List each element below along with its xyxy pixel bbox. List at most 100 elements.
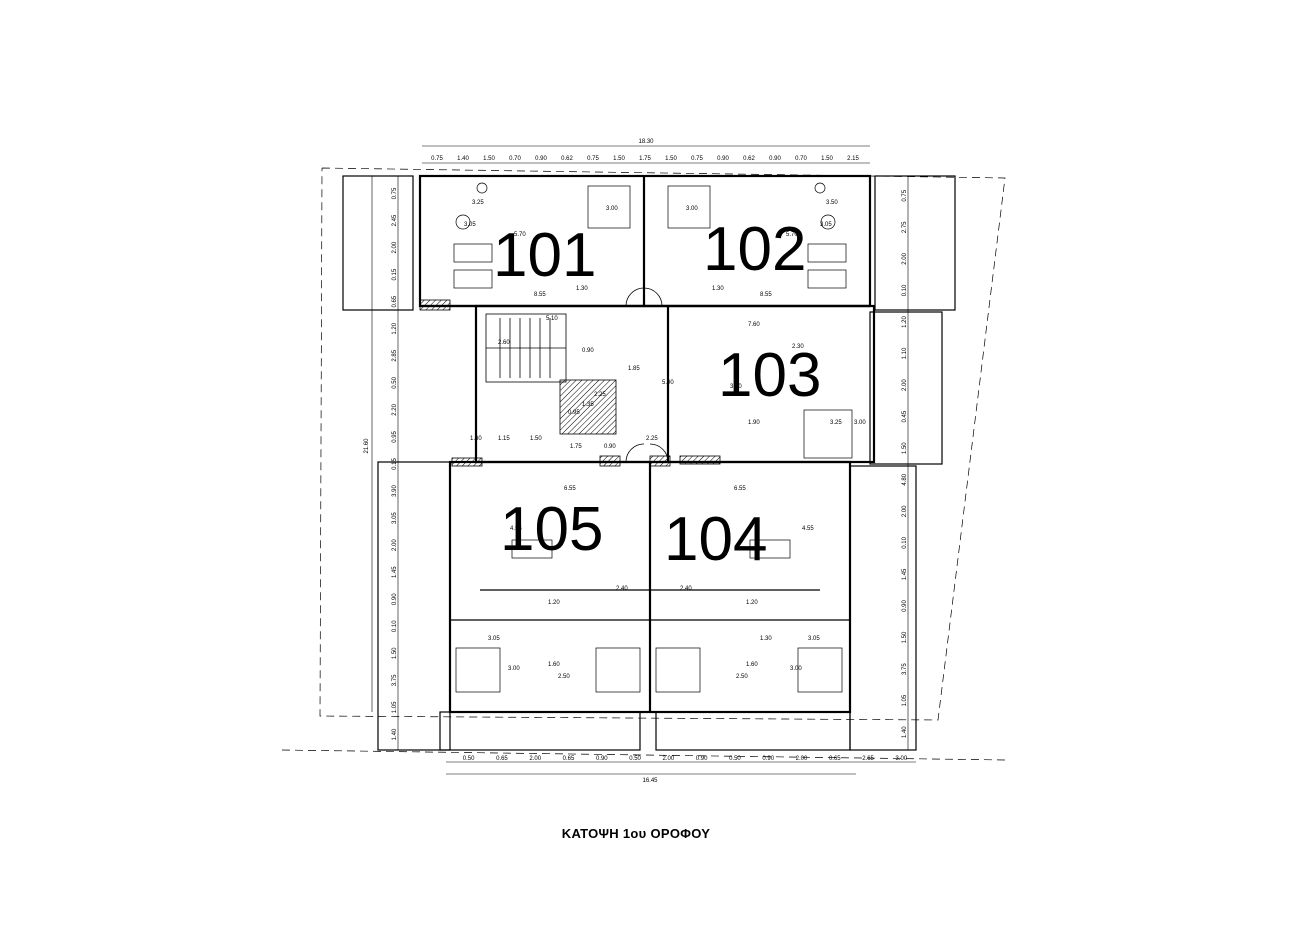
dimension-label: 2.00 (392, 539, 398, 551)
room-dimension-label: 5.70 (786, 232, 798, 238)
room-dimension-label: 1.20 (746, 600, 758, 606)
room-dimension-label: 4.55 (802, 526, 814, 532)
room-dimension-label: 3.60 (730, 384, 742, 390)
room-dimension-label: 3.00 (854, 420, 866, 426)
dimension-label: 0.50 (392, 376, 398, 388)
dimension-label: 2.00 (902, 252, 908, 264)
room-dimension-label: 2.25 (594, 392, 606, 398)
room-dimension-label: 3.50 (826, 200, 838, 206)
dimension-label: 3.90 (392, 485, 398, 497)
dimension-label: 1.10 (902, 347, 908, 359)
dimension-label: 2.65 (862, 756, 874, 762)
dimension-label: 0.65 (563, 756, 575, 762)
dimension-label: 0.10 (902, 284, 908, 296)
room-dimension-label: 1.30 (576, 286, 588, 292)
room-dimension-label: 1.75 (570, 444, 582, 450)
drawing-caption: ΚΑΤΟΨΗ 1ου ΟΡΟΦΟΥ (561, 826, 711, 841)
dimension-label: 3.00 (896, 756, 908, 762)
room-dimension-label: 1.30 (470, 436, 482, 442)
dimension-label: 2.00 (392, 241, 398, 253)
dimension-label: 0.75 (902, 189, 908, 201)
dimension-label: 0.65 (392, 295, 398, 307)
dimension-label: 0.50 (629, 756, 641, 762)
room-dimension-label: 1.15 (498, 436, 510, 442)
unit-103-label: 103 (718, 341, 821, 410)
dimension-label: 0.62 (743, 156, 755, 162)
room-dimension-label: 3.05 (464, 222, 476, 228)
dimension-label: 0.75 (431, 156, 443, 162)
doors (625, 287, 669, 463)
room-dimension-label: 3.00 (606, 206, 618, 212)
dimension-label: 3.75 (392, 674, 398, 686)
room-dimension-label: 6.55 (734, 486, 746, 492)
dimension-label: 0.10 (392, 620, 398, 632)
bottom-overall-dim: 16.45 (642, 778, 658, 784)
dimension-label: 0.45 (902, 410, 908, 422)
dimension-label: 0.70 (795, 156, 807, 162)
room-dimension-label: 1.60 (548, 662, 560, 668)
dimension-label: 1.50 (902, 631, 908, 643)
dimension-label: 1.75 (639, 156, 651, 162)
room-dimension-label: 6.55 (564, 486, 576, 492)
dimension-label: 0.65 (829, 756, 841, 762)
room-dimension-label: 7.60 (748, 322, 760, 328)
dimension-label: 1.45 (902, 568, 908, 580)
dimension-label: 2.75 (902, 221, 908, 233)
room-dimension-label: 2.60 (498, 340, 510, 346)
dimension-label: 1.05 (392, 701, 398, 713)
dimension-label: 2.00 (902, 505, 908, 517)
unit-102-label: 102 (703, 215, 806, 284)
top-overall-dim: 18.30 (638, 139, 654, 145)
dimension-label: 0.90 (769, 156, 781, 162)
dimension-label: 1.50 (483, 156, 495, 162)
room-dimension-label: 5.10 (546, 316, 558, 322)
dimension-label: 0.75 (691, 156, 703, 162)
dimension-label: 0.15 (392, 268, 398, 280)
room-dimension-label: 1.60 (746, 662, 758, 668)
room-dimension-label: 1.30 (760, 636, 772, 642)
room-dimension-label: 1.90 (748, 420, 760, 426)
dimension-label: 0.90 (717, 156, 729, 162)
room-dimension-label: 0.95 (568, 410, 580, 416)
structural-hatching (419, 299, 721, 467)
dimension-label: 0.75 (392, 187, 398, 199)
room-dimension-label: 3.05 (820, 222, 832, 228)
staircase (485, 313, 567, 383)
dimension-label: 0.90 (696, 756, 708, 762)
dimension-label: 1.05 (902, 694, 908, 706)
dimension-label: 1.45 (392, 566, 398, 578)
dimension-label: 1.50 (665, 156, 677, 162)
dimension-label: 0.62 (561, 156, 573, 162)
room-dimension-label: 2.30 (792, 344, 804, 350)
room-dimension-label: 0.90 (582, 348, 594, 354)
room-dimension-label: 2.40 (680, 586, 692, 592)
room-dimension-label: 8.55 (534, 292, 546, 298)
dimension-label: 0.90 (535, 156, 547, 162)
dimension-label: 1.50 (902, 442, 908, 454)
right-dimension-labels: 0.752.752.000.101.201.102.000.451.504.80… (902, 189, 908, 738)
dimension-label: 0.70 (509, 156, 521, 162)
exterior-walls (418, 174, 876, 714)
room-dimension-label: 3.05 (488, 636, 500, 642)
dimension-label: 1.50 (821, 156, 833, 162)
dimension-label: 0.10 (902, 536, 908, 548)
left-overall-dim: 21.60 (364, 438, 370, 454)
room-dimension-label: 5.70 (514, 232, 526, 238)
left-dimension-labels: 0.752.452.000.150.651.202.850.502.200.95… (392, 187, 398, 740)
room-dimension-label: 3.00 (790, 666, 802, 672)
dimension-label: 2.00 (902, 379, 908, 391)
dimension-label: 2.00 (663, 756, 675, 762)
dimension-label: 3.05 (392, 512, 398, 524)
dimension-label: 1.40 (392, 728, 398, 740)
dimension-label: 1.50 (613, 156, 625, 162)
room-dimension-label: 2.25 (646, 436, 658, 442)
dimension-label: 4.80 (902, 473, 908, 485)
plot-boundary (281, 167, 1006, 761)
room-dimension-label: 3.25 (830, 420, 842, 426)
room-dimension-label: 2.50 (558, 674, 570, 680)
dimension-label: 0.15 (392, 458, 398, 470)
room-dimension-label: 3.00 (686, 206, 698, 212)
room-dimension-label: 0.90 (604, 444, 616, 450)
